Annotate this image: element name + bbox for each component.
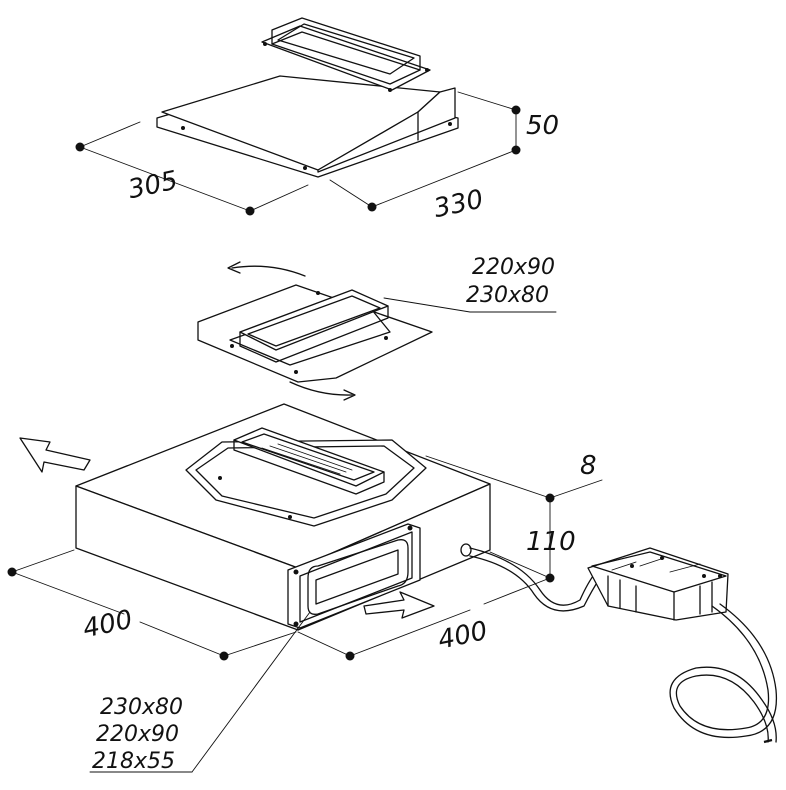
label-230x80-outlet: 230x80 (100, 695, 183, 720)
main-box-dimensions (7, 455, 603, 661)
top-hood-dimensions (75, 91, 521, 216)
dim-330: 330 (431, 184, 486, 224)
dim-8: 8 (580, 451, 597, 481)
dim-400-left: 400 (80, 605, 135, 645)
top-hood (156, 17, 459, 178)
label-220x90-outlet: 220x90 (96, 722, 179, 747)
main-box (19, 403, 601, 631)
junction-box (587, 547, 778, 744)
dim-50: 50 (526, 111, 559, 141)
outlet-leader (89, 611, 311, 773)
dim-400-right: 400 (435, 616, 490, 656)
label-230x80-top: 230x80 (466, 283, 549, 308)
label-220x90-top: 220x90 (472, 255, 555, 280)
adapter-plate (197, 261, 557, 401)
label-218x55-outlet: 218x55 (92, 749, 175, 774)
dim-305: 305 (126, 166, 181, 206)
dim-110: 110 (526, 527, 576, 557)
airflow-arrow-icon (19, 437, 91, 473)
outlet-airflow-arrow-icon (363, 591, 435, 619)
